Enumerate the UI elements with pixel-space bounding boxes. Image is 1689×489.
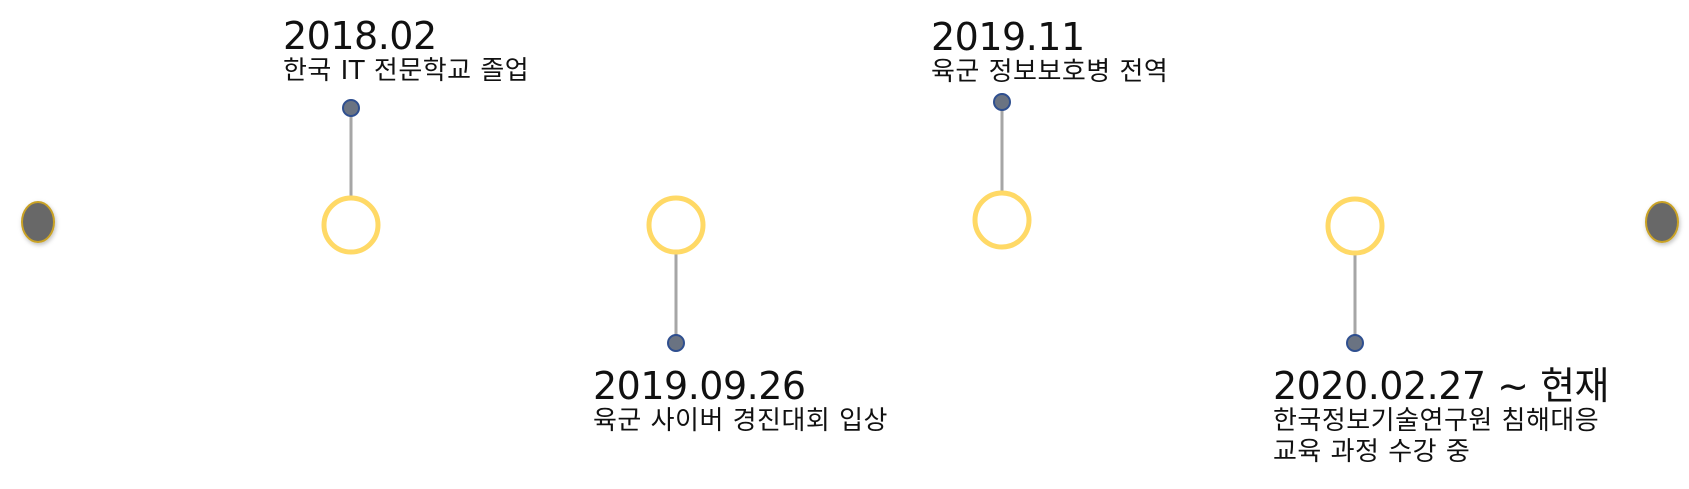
event-description: 한국 IT 전문학교 졸업 bbox=[283, 56, 529, 87]
milestone-circle bbox=[1325, 196, 1385, 256]
event-dot bbox=[342, 99, 360, 117]
event-marker-2019-09-26 bbox=[646, 195, 706, 352]
event-date: 2020.02.27 ~ 현재 bbox=[1273, 364, 1610, 408]
milestone-circle bbox=[321, 195, 381, 255]
event-dot bbox=[993, 93, 1011, 111]
milestone-circle bbox=[646, 195, 706, 255]
event-date: 2019.11 bbox=[931, 15, 1085, 59]
event-marker-2019-11 bbox=[972, 93, 1032, 250]
event-label-2019-09-26: 2019.09.26 육군 사이버 경진대회 입상 bbox=[593, 366, 888, 437]
event-description-line: 육군 사이버 경진대회 입상 bbox=[593, 406, 888, 436]
timeline-end-cap bbox=[1645, 201, 1679, 243]
event-marker-2018-02 bbox=[321, 99, 381, 255]
event-label-2018-02: 2018.02 한국 IT 전문학교 졸업 bbox=[283, 16, 529, 87]
event-description: 육군 사이버 경진대회 입상 bbox=[593, 406, 888, 437]
event-description-line: 한국 IT 전문학교 졸업 bbox=[283, 56, 530, 86]
event-date: 2018.02 bbox=[283, 14, 437, 58]
event-label-2020-02-27: 2020.02.27 ~ 현재 한국정보기술연구원 침해대응 교육 과정 수강 … bbox=[1273, 364, 1610, 468]
event-date: 2019.09.26 bbox=[593, 364, 806, 408]
event-label-2019-11: 2019.11 육군 정보보호병 전역 bbox=[931, 17, 1168, 88]
event-marker-2020-02-27 bbox=[1325, 196, 1385, 352]
event-description-line: 한국정보기술연구원 침해대응 bbox=[1273, 406, 1600, 436]
milestone-circle bbox=[972, 190, 1032, 250]
event-description: 한국정보기술연구원 침해대응 교육 과정 수강 중 bbox=[1273, 406, 1609, 468]
timeline-start-cap bbox=[21, 201, 55, 243]
event-dot bbox=[1346, 334, 1364, 352]
event-description-line: 교육 과정 수강 중 bbox=[1273, 437, 1471, 467]
event-dot bbox=[667, 334, 685, 352]
event-description: 육군 정보보호병 전역 bbox=[931, 57, 1168, 88]
event-description-line: 육군 정보보호병 전역 bbox=[931, 57, 1169, 87]
